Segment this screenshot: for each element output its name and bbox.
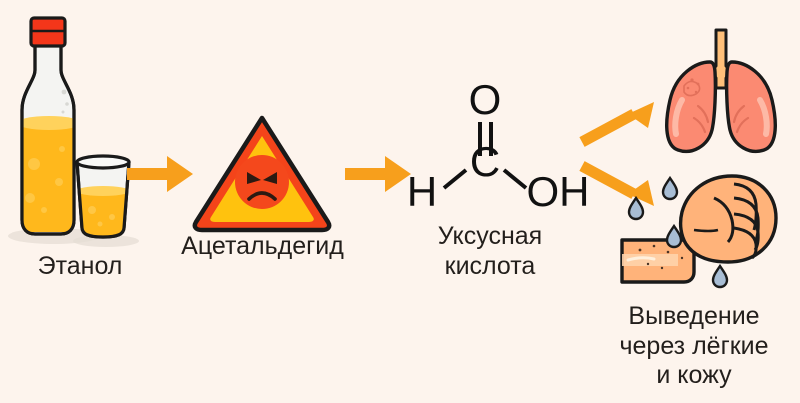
arrow-right-icon (127, 152, 195, 196)
arrow-up-right-icon (579, 102, 654, 147)
acetic-acid-label: Уксусная кислота (437, 222, 543, 280)
sweat-droplet-icon (665, 223, 683, 249)
arrow-right-icon (345, 152, 413, 196)
svg-text:OH: OH (527, 168, 590, 215)
svg-text:H: H (407, 168, 437, 215)
outcome-label: Выведение через лёгкие и кожу (619, 302, 769, 389)
lungs-icon (648, 28, 794, 154)
sweat-droplet-icon (711, 263, 729, 289)
ethanol-label: Этанол (37, 252, 123, 280)
sweat-droplet-icon (627, 195, 645, 221)
sweat-droplet-icon (661, 175, 679, 201)
svg-text:C: C (470, 138, 500, 185)
fist-forearm-sweat-icon (620, 168, 800, 296)
bottle-and-glass-icon (4, 14, 154, 247)
warning-triangle-angry-face-icon (192, 114, 332, 233)
chemical-structure-icon: O C H OH (396, 76, 590, 215)
acetaldehyde-label: Ацетальдегид (181, 232, 344, 260)
branch-arrows-group (578, 98, 670, 210)
svg-text:O: O (469, 76, 502, 123)
arrow-down-right-icon (579, 161, 654, 206)
